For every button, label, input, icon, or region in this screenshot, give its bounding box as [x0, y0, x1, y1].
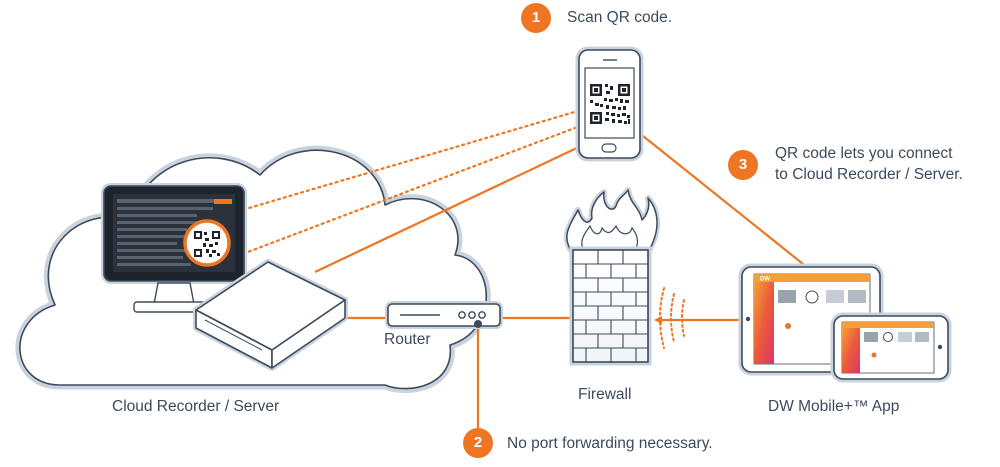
step-2-text: No port forwarding necessary. — [507, 435, 713, 452]
router-port-dot — [474, 320, 482, 328]
app-label: DW Mobile+™ App — [768, 398, 900, 415]
step-2-badge: 2 — [463, 428, 493, 458]
arrowhead-icon — [654, 316, 662, 324]
monitor-qr-code — [194, 231, 220, 257]
monitor-icon — [101, 183, 247, 313]
scan-line-upper — [230, 106, 590, 215]
step-1-badge: 1 — [521, 3, 551, 33]
step-3-badge: 3 — [728, 150, 758, 180]
step-3-text-line1: QR code lets you connect — [775, 145, 953, 162]
step-1-text: Scan QR code. — [567, 9, 673, 26]
step-3-text-line2: to Cloud Recorder / Server. — [775, 166, 963, 183]
monitor-qr-highlight — [183, 219, 231, 267]
monitor-screen-rows — [117, 199, 227, 266]
scan-line-lower — [230, 121, 590, 260]
firewall-icon — [564, 187, 660, 366]
blocked-signal — [659, 287, 685, 349]
router-label: Router — [384, 331, 431, 348]
qr-code-icon — [590, 84, 630, 124]
tablet-app-brand: DW — [760, 277, 770, 283]
server-box-icon — [193, 259, 348, 371]
line-phone-to-tablet — [637, 131, 809, 269]
mobile-phone-icon — [830, 312, 952, 383]
firewall-label: Firewall — [578, 386, 632, 403]
qr-scan-lines — [230, 106, 590, 260]
router-icon — [385, 301, 503, 329]
server-label: Cloud Recorder / Server — [112, 398, 280, 415]
connection-lines — [314, 131, 809, 428]
phone-icon — [575, 46, 644, 162]
firewall-bricks — [573, 250, 648, 362]
line-server-to-phone — [314, 136, 601, 273]
